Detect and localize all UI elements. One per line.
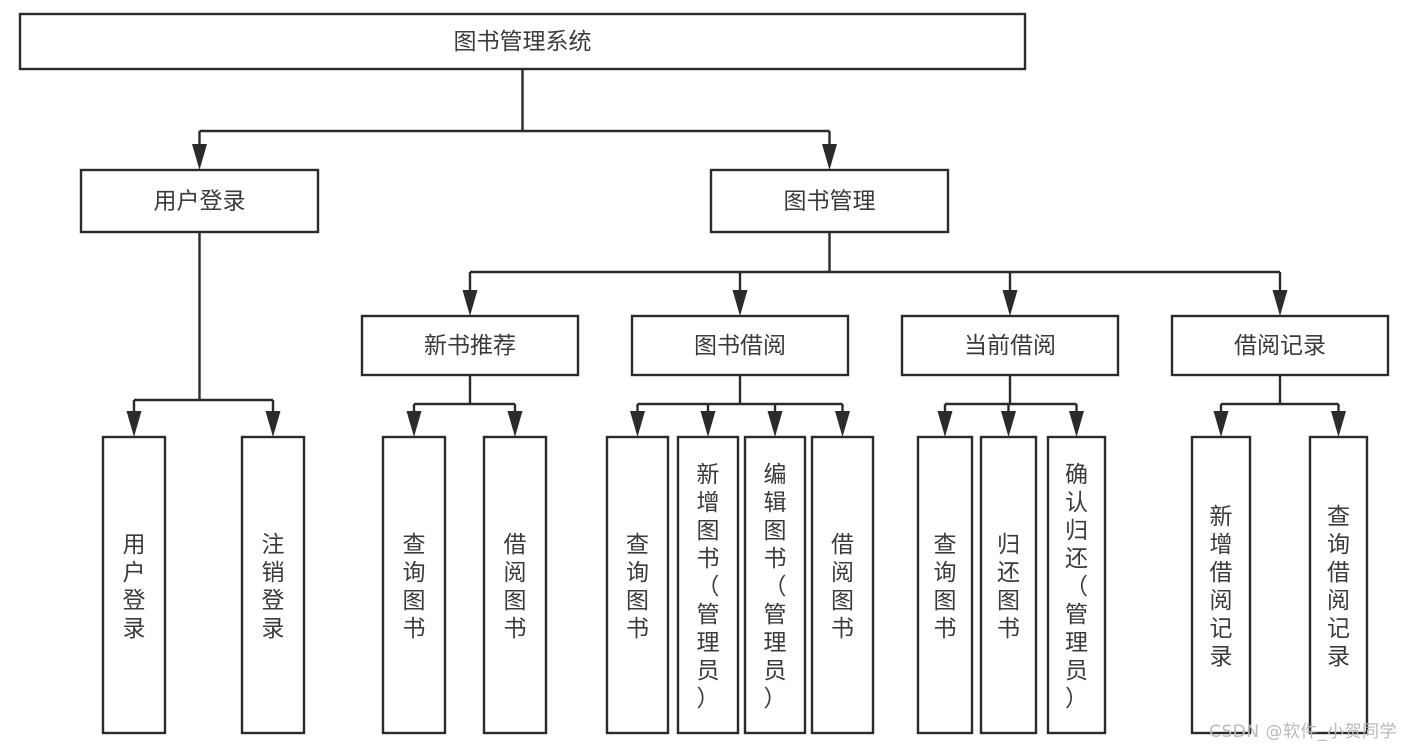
node-box — [79, 168, 320, 234]
node-label: 借阅图书 — [504, 532, 527, 642]
node-box — [979, 435, 1038, 735]
node-l2_2[interactable]: 当前借阅 — [900, 314, 1120, 377]
node-box — [482, 435, 548, 735]
node-leaf_3[interactable]: 借阅图书 — [482, 435, 548, 735]
connector-layer — [126, 69, 1346, 437]
node-box — [1308, 435, 1369, 735]
node-label: 当前借阅 — [964, 333, 1056, 359]
node-l1_0[interactable]: 用户登录 — [79, 168, 320, 234]
node-box — [676, 435, 740, 735]
node-box — [709, 168, 950, 234]
node-leaf_10[interactable]: 确认归还（管理员） — [1046, 435, 1107, 735]
node-box — [360, 314, 580, 377]
node-box — [810, 435, 875, 735]
node-label: 用户登录 — [123, 532, 146, 642]
node-leaf_7[interactable]: 借阅图书 — [810, 435, 875, 735]
node-leaf_9[interactable]: 归还图书 — [979, 435, 1038, 735]
node-label: 编辑图书（管理员） — [764, 462, 787, 712]
node-label: 新增图书（管理员） — [697, 462, 720, 712]
node-label: 图书管理 — [784, 189, 876, 215]
node-label: 查询图书 — [403, 532, 426, 642]
node-leaf_11[interactable]: 新增借阅记录 — [1190, 435, 1252, 735]
node-box — [381, 435, 447, 735]
watermark-label: CSDN @软件_小贺同学 — [1209, 722, 1397, 742]
node-box — [900, 314, 1120, 377]
node-leaf_12[interactable]: 查询借阅记录 — [1308, 435, 1369, 735]
node-label: 借阅记录 — [1234, 333, 1326, 359]
node-label: 注销登录 — [262, 532, 285, 642]
node-label: 新书推荐 — [424, 333, 516, 359]
node-label: 查询图书 — [934, 532, 957, 642]
node-box — [101, 435, 167, 735]
node-label: 用户登录 — [154, 189, 246, 215]
node-box — [605, 435, 670, 735]
node-leaf_5[interactable]: 新增图书（管理员） — [676, 435, 740, 735]
node-l2_1[interactable]: 图书借阅 — [630, 314, 850, 377]
node-label: 新增借阅记录 — [1210, 504, 1233, 670]
node-box — [18, 12, 1027, 71]
node-box — [1170, 314, 1390, 377]
node-box — [240, 435, 306, 735]
node-l2_3[interactable]: 借阅记录 — [1170, 314, 1390, 377]
node-box — [743, 435, 807, 735]
node-label: 查询借阅记录 — [1327, 504, 1350, 670]
node-label: 归还图书 — [997, 532, 1020, 642]
node-label: 图书管理系统 — [454, 29, 592, 55]
node-label: 图书借阅 — [694, 333, 786, 359]
node-layer: 图书管理系统用户登录图书管理新书推荐图书借阅当前借阅借阅记录用户登录注销登录查询… — [18, 12, 1390, 735]
node-l2_0[interactable]: 新书推荐 — [360, 314, 580, 377]
node-box — [630, 314, 850, 377]
node-root[interactable]: 图书管理系统 — [18, 12, 1027, 71]
node-leaf_1[interactable]: 注销登录 — [240, 435, 306, 735]
node-box — [916, 435, 974, 735]
node-label: 确认归还（管理员） — [1065, 462, 1088, 712]
node-label: 借阅图书 — [831, 532, 854, 642]
node-leaf_0[interactable]: 用户登录 — [101, 435, 167, 735]
node-box — [1046, 435, 1107, 735]
node-leaf_2[interactable]: 查询图书 — [381, 435, 447, 735]
node-leaf_4[interactable]: 查询图书 — [605, 435, 670, 735]
node-leaf_6[interactable]: 编辑图书（管理员） — [743, 435, 807, 735]
node-l1_1[interactable]: 图书管理 — [709, 168, 950, 234]
node-leaf_8[interactable]: 查询图书 — [916, 435, 974, 735]
node-box — [1190, 435, 1252, 735]
node-label: 查询图书 — [626, 532, 649, 642]
